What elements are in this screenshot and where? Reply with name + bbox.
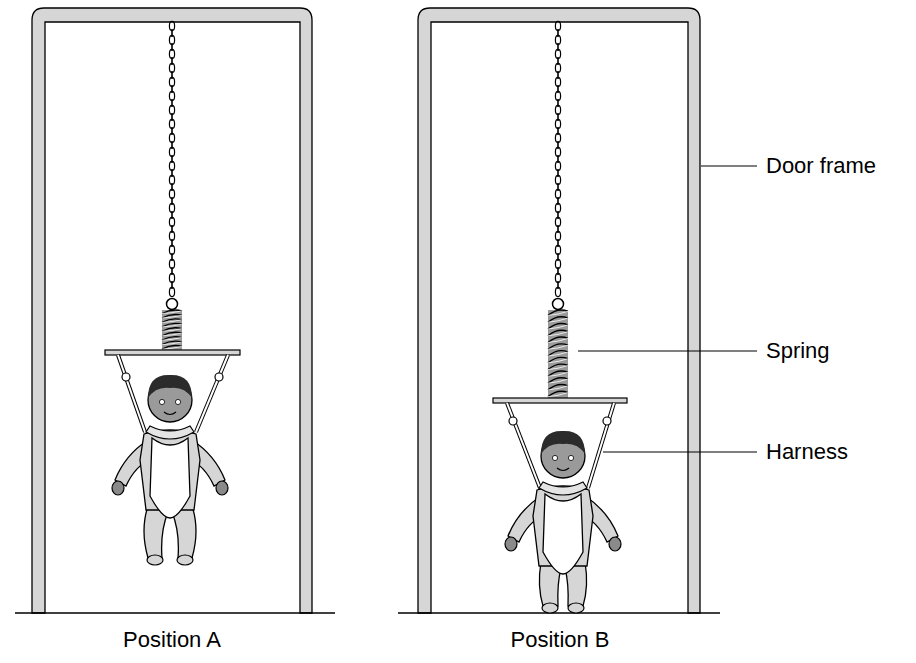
- spring-coil: [162, 320, 182, 323]
- spring-coil: [162, 341, 182, 345]
- spring-coil: [548, 318, 568, 322]
- spring-coil: [548, 332, 568, 336]
- spring-coil: [548, 359, 568, 363]
- spring-coil: [162, 342, 182, 345]
- part-label: Door frame: [766, 153, 876, 179]
- leader-line: [578, 166, 757, 452]
- baby-a: [112, 375, 228, 565]
- spring-coil: [162, 324, 182, 327]
- spring-coil: [162, 346, 182, 350]
- spring-coil: [548, 317, 568, 322]
- spring-coil: [162, 338, 182, 341]
- door-frame-b: [398, 8, 720, 613]
- spring-coil: [162, 319, 182, 323]
- chain-link: [169, 287, 174, 296]
- spring-coil: [548, 372, 568, 376]
- position-caption: Position B: [510, 627, 609, 653]
- spring-coil: [548, 351, 568, 356]
- spring-coil: [548, 324, 568, 329]
- part-label: Spring: [766, 338, 830, 364]
- spring-coil: [548, 391, 568, 396]
- spring-coil: [548, 366, 568, 370]
- spring-coil: [162, 310, 182, 314]
- spring-coil: [548, 337, 568, 342]
- spring-coil: [548, 378, 568, 383]
- spring-coil: [548, 345, 568, 349]
- spring-coil: [548, 364, 568, 369]
- spring-ring: [167, 299, 178, 310]
- spring-coil: [548, 393, 568, 397]
- spring-coil: [548, 311, 568, 315]
- spring-coil: [162, 346, 182, 349]
- spring-coil: [162, 328, 182, 332]
- spring-coil: [162, 323, 182, 327]
- baby-b: [505, 431, 621, 613]
- spring-coil: [548, 330, 568, 335]
- spring-coil: [548, 386, 568, 390]
- spring-coil: [162, 332, 182, 336]
- spring-coil: [548, 384, 568, 389]
- spring-coil: [548, 338, 568, 342]
- chain: [167, 21, 564, 309]
- door-frame-a: [15, 8, 335, 613]
- spring-coil: [162, 315, 182, 318]
- spring-body: [162, 310, 182, 350]
- spring-coil: [548, 371, 568, 376]
- spring-body: [548, 310, 568, 398]
- position-caption: Position A: [123, 627, 221, 653]
- spring-coil: [162, 329, 182, 332]
- spring-coil: [548, 325, 568, 329]
- spring-coil: [548, 379, 568, 383]
- spring-coil: [548, 310, 568, 315]
- chain-link: [555, 287, 560, 296]
- spring-coil: [162, 337, 182, 341]
- spring-coil: [162, 311, 182, 314]
- spring-coil: [162, 333, 182, 336]
- spring-coil: [162, 314, 182, 318]
- part-label: Harness: [766, 439, 848, 465]
- spring-coil: [548, 357, 568, 362]
- spring-coil: [548, 352, 568, 356]
- spring-ring: [553, 299, 564, 310]
- spring-coil: [548, 344, 568, 349]
